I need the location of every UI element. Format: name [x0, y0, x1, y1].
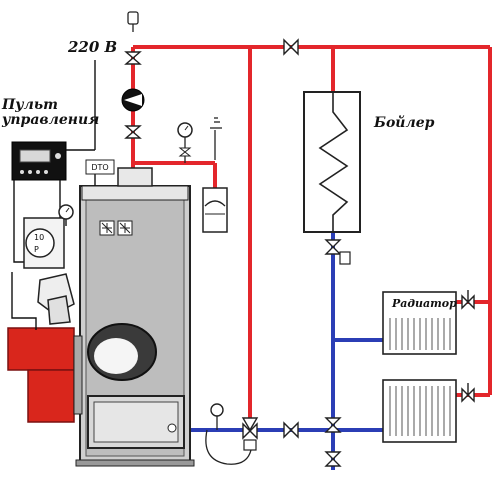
svg-text:P: P: [34, 245, 39, 254]
thermometer-icon: [210, 403, 224, 430]
burner: [7, 273, 83, 423]
thermomanometer: 10 P: [23, 204, 74, 269]
ball-valve-icon: [124, 51, 142, 139]
pressure-gauge-icon: [177, 122, 193, 163]
heating-boiler: [75, 167, 195, 467]
dto-sensor-label: DTO: [91, 163, 109, 172]
panel-display: [19, 149, 51, 163]
dto-sensor: [85, 159, 115, 175]
water-heater-label: Бойлер: [374, 115, 435, 131]
voltage-label: 220 В: [68, 38, 118, 56]
expansion-tank-icon: [202, 187, 228, 233]
control-panel-label-line2: управления: [2, 111, 100, 128]
control-panel-label-line1: Пульт: [2, 97, 58, 113]
control-panel: [11, 141, 67, 181]
three-way-valve-icon: [241, 417, 259, 451]
check-valve-icon: [339, 251, 351, 265]
air-vent-icon: [127, 11, 139, 32]
control-panel-label: Пульт управления: [2, 98, 99, 127]
safety-valve-icon: [210, 117, 222, 160]
circulation-pump-icon: [121, 88, 145, 112]
radiator-lower: [382, 379, 457, 443]
radiator-valve-icon: [461, 290, 475, 403]
radiator-upper: [382, 291, 457, 355]
svg-text:10: 10: [34, 233, 44, 242]
radiator-label: Радиатор: [392, 297, 457, 310]
bypass-loop: [205, 429, 252, 465]
ball-valve-icon: [283, 38, 342, 467]
water-heater: [303, 91, 361, 233]
hot-supply-pipes: [131, 45, 492, 425]
